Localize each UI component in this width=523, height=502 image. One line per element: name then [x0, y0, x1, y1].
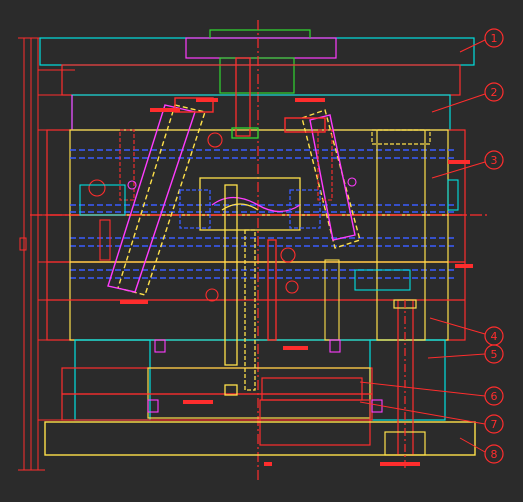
- bottom-clamp-plate: [44, 421, 476, 456]
- callout-3: 3: [484, 150, 504, 170]
- ejector-plates: [61, 367, 373, 446]
- guide-pillar-right: [371, 129, 431, 470]
- fixed-mold-plates: [46, 64, 466, 216]
- callout-7: 7: [484, 414, 504, 434]
- callout-4-label: 4: [491, 330, 498, 343]
- leader-lines: [359, 39, 486, 453]
- callout-1: 1: [484, 28, 504, 48]
- fasteners: [79, 129, 459, 413]
- callout-4: 4: [484, 326, 504, 346]
- callout-1-label: 1: [491, 32, 498, 45]
- callout-7-label: 7: [491, 418, 498, 431]
- callout-6-label: 6: [491, 390, 498, 403]
- callout-2: 2: [484, 82, 504, 102]
- callout-3-label: 3: [491, 154, 498, 167]
- callout-5: 5: [484, 344, 504, 364]
- annotation-bars: [120, 98, 473, 466]
- sprue-and-cavity: [179, 57, 321, 396]
- callout-8: 8: [484, 444, 504, 464]
- callout-5-label: 5: [491, 348, 498, 361]
- callout-8-label: 8: [491, 448, 498, 461]
- callout-2-label: 2: [491, 86, 498, 99]
- callout-6: 6: [484, 386, 504, 406]
